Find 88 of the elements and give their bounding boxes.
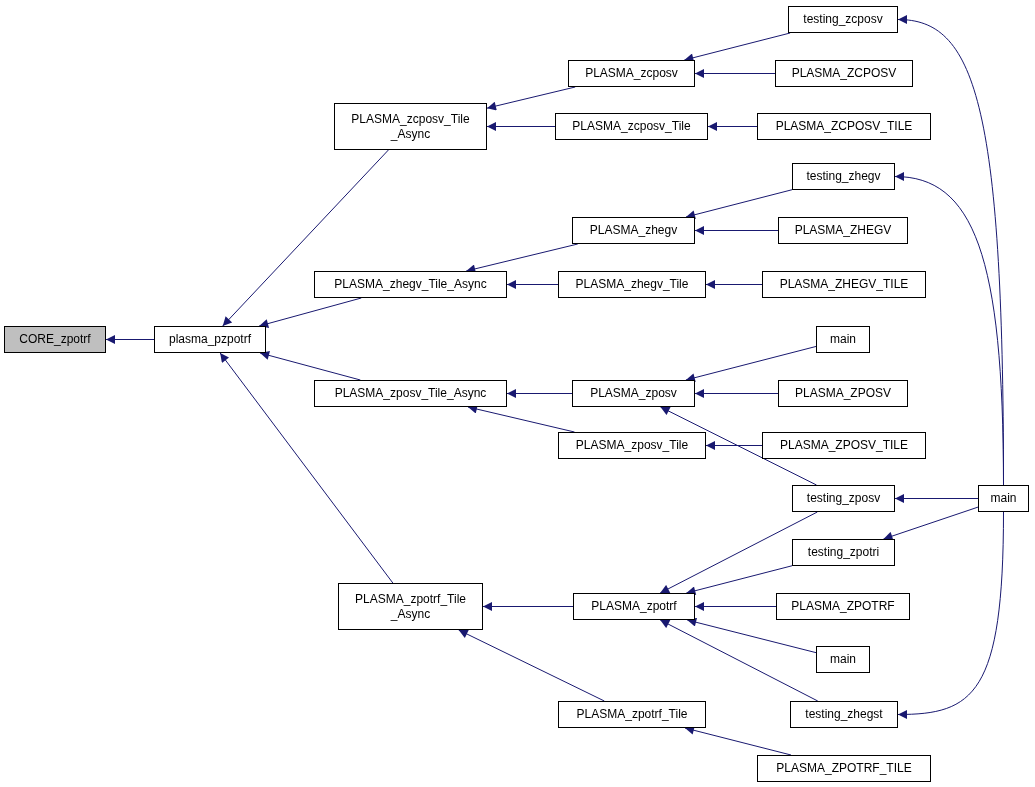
- function-box: [154, 326, 266, 353]
- function-name: PLASMA_zcposv_Tile _Async: [350, 111, 471, 142]
- function-box: [314, 271, 507, 298]
- function-box: [775, 60, 913, 87]
- function-box: [4, 326, 106, 353]
- function-box: [792, 163, 895, 190]
- function-name: PLASMA_ZPOTRF: [791, 599, 895, 614]
- function-box: [776, 593, 910, 620]
- call-arrow: [707, 122, 758, 131]
- call-arrow: [506, 280, 559, 289]
- call-arrow: [694, 69, 776, 78]
- function-name: testing_zhegst: [805, 707, 883, 722]
- function-name: PLASMA_zpotrf_Tile: [576, 707, 688, 722]
- function-name: main: [830, 332, 856, 347]
- function-box: [762, 432, 926, 459]
- call-arrow: [486, 122, 556, 131]
- call-arrow: [659, 619, 819, 702]
- function-name: PLASMA_zposv: [590, 386, 677, 401]
- function-box: [338, 583, 483, 630]
- function-name: testing_zhegv: [806, 169, 881, 184]
- call-arrow: [660, 406, 817, 486]
- function-box: [558, 432, 706, 459]
- function-name: PLASMA_zcposv_Tile: [572, 119, 691, 134]
- call-arrow: [705, 441, 763, 450]
- call-arrow: [685, 565, 793, 596]
- call-arrow: [659, 511, 818, 594]
- function-box: [816, 326, 870, 353]
- function-name: main: [990, 491, 1017, 506]
- function-box: [555, 113, 708, 140]
- function-name: PLASMA_ZHEGV: [794, 223, 892, 238]
- function-box: [757, 113, 931, 140]
- function-name: PLASMA_ZPOTRF_TILE: [776, 761, 912, 776]
- function-box: [572, 217, 695, 244]
- call-arrow: [694, 602, 777, 611]
- function-box: [978, 485, 1029, 512]
- function-box: [572, 380, 695, 407]
- function-box: [558, 271, 706, 298]
- function-box: [568, 60, 695, 87]
- function-name: PLASMA_zposv_Tile: [575, 438, 689, 453]
- function-box: [792, 539, 895, 566]
- call-arrow: [685, 345, 817, 383]
- function-box: [816, 646, 870, 673]
- function-name: PLASMA_ZCPOSV_TILE: [775, 119, 913, 134]
- call-arrow: [105, 335, 155, 344]
- call-arrow: [883, 506, 979, 541]
- call-arrow: [694, 226, 779, 235]
- call-arrow: [259, 351, 361, 381]
- function-name: PLASMA_ZHEGV_TILE: [779, 277, 909, 292]
- function-box: [757, 755, 931, 782]
- function-name: PLASMA_zpotrf: [591, 599, 677, 614]
- function-box: [314, 380, 507, 407]
- function-name: PLASMA_zhegv_Tile: [575, 277, 689, 292]
- function-box: [788, 6, 898, 33]
- function-name: testing_zposv: [806, 491, 881, 506]
- function-name: PLASMA_zhegv: [589, 223, 678, 238]
- call-arrow: [482, 602, 574, 611]
- function-name: testing_zpotri: [807, 545, 880, 560]
- function-name: main: [830, 652, 856, 667]
- call-arrow: [258, 297, 362, 328]
- function-name: PLASMA_ZPOSV: [794, 386, 891, 401]
- call-arrow: [897, 511, 1004, 719]
- function-name: testing_zcposv: [803, 12, 883, 27]
- function-name: PLASMA_ZPOSV_TILE: [779, 438, 909, 453]
- function-box: [790, 701, 898, 728]
- function-box: [778, 217, 908, 244]
- function-name: plasma_pzpotrf: [168, 332, 251, 347]
- call-arrow: [705, 280, 763, 289]
- function-name: PLASMA_zhegv_Tile_Async: [334, 277, 487, 292]
- function-name: CORE_zpotrf: [19, 332, 91, 347]
- call-arrow: [894, 494, 979, 503]
- function-name: PLASMA_zcposv: [585, 66, 678, 81]
- function-box: [558, 701, 706, 728]
- function-box: [792, 485, 895, 512]
- call-arrow: [458, 629, 605, 702]
- function-name: PLASMA_zposv_Tile_Async: [334, 386, 487, 401]
- function-box: [762, 271, 926, 298]
- call-arrow: [486, 86, 576, 111]
- call-arrow: [222, 149, 389, 327]
- function-box: [334, 103, 487, 150]
- call-arrow: [219, 352, 394, 584]
- function-box: [573, 593, 695, 620]
- call-arrow: [506, 389, 573, 398]
- call-arrow: [685, 189, 793, 220]
- function-name: PLASMA_ZCPOSV: [791, 66, 897, 81]
- function-box: [778, 380, 908, 407]
- call-arrow: [694, 389, 779, 398]
- call-arrow: [686, 617, 817, 654]
- function-name: PLASMA_zpotrf_Tile _Async: [354, 591, 467, 622]
